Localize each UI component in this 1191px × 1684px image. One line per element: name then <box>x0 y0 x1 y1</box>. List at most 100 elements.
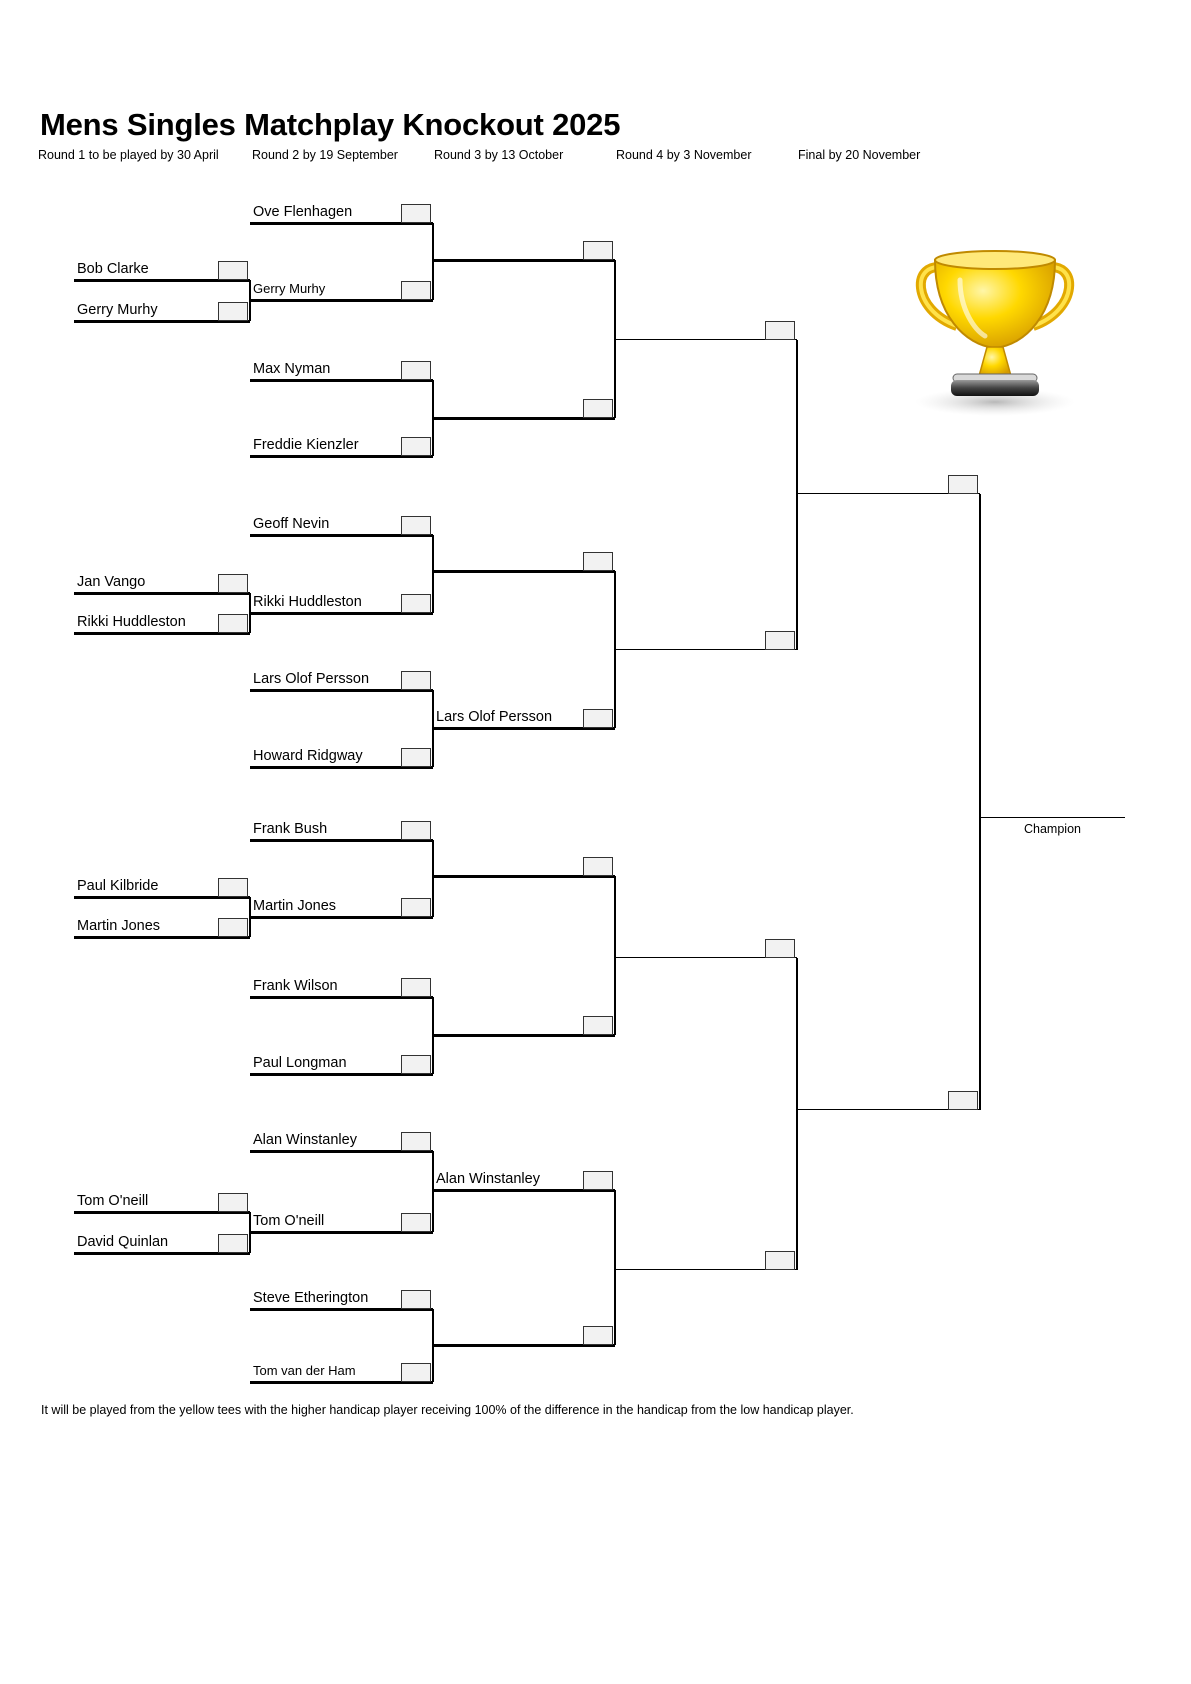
round3-score-box[interactable] <box>583 399 613 418</box>
round2-player-name: Gerry Murhy <box>253 281 326 296</box>
final-header: Final by 20 November <box>798 148 921 162</box>
round3-line <box>433 1188 615 1192</box>
round2-connector <box>431 840 434 917</box>
round1-score-box[interactable] <box>218 261 248 280</box>
round3-score-box[interactable] <box>583 1171 613 1190</box>
round3-score-box[interactable] <box>583 241 613 260</box>
round2-score-box[interactable] <box>401 671 431 690</box>
round2-line <box>250 995 433 999</box>
round2-player-name: Steve Etherington <box>253 1290 369 1306</box>
round1-player-name: Gerry Murhy <box>77 302 158 318</box>
round1-line <box>74 935 250 939</box>
round3-player-name: Alan Winstanley <box>436 1171 540 1187</box>
round2-player-name: Ove Flenhagen <box>253 204 353 220</box>
round2-line <box>250 915 433 919</box>
champion-label: Champion <box>1024 822 1081 836</box>
round2-score-box[interactable] <box>401 437 431 456</box>
round2-connector <box>431 1151 434 1232</box>
round4-line <box>615 1269 797 1271</box>
footer-note: It will be played from the yellow tees w… <box>41 1403 854 1417</box>
round1-score-box[interactable] <box>218 574 248 593</box>
page-title: Mens Singles Matchplay Knockout 2025 <box>40 107 621 142</box>
round2-line <box>250 1072 433 1076</box>
round3-line <box>433 416 615 420</box>
round1-score-box[interactable] <box>218 918 248 937</box>
round2-player-name: Rikki Huddleston <box>253 594 362 610</box>
round2-score-box[interactable] <box>401 281 431 300</box>
round-1-header: Round 1 to be played by 30 April <box>38 148 219 162</box>
round2-line <box>250 221 433 225</box>
round2-score-box[interactable] <box>401 594 431 613</box>
round2-score-box[interactable] <box>401 1213 431 1232</box>
round2-player-name: Paul Longman <box>253 1055 347 1071</box>
round2-connector <box>431 1309 434 1382</box>
round3-line <box>433 1343 615 1347</box>
round2-line <box>250 1307 433 1311</box>
round2-line <box>250 1149 433 1153</box>
round1-score-box[interactable] <box>218 614 248 633</box>
round1-connector <box>248 280 251 321</box>
round2-score-box[interactable] <box>401 1290 431 1309</box>
round3-line <box>433 726 615 730</box>
round3-score-box[interactable] <box>583 857 613 876</box>
round3-connector <box>613 571 616 728</box>
round1-line <box>74 591 250 595</box>
round2-player-name: Frank Bush <box>253 821 328 837</box>
round2-score-box[interactable] <box>401 821 431 840</box>
round3-score-box[interactable] <box>583 552 613 571</box>
round4-line <box>615 957 797 959</box>
round1-player-name: Jan Vango <box>77 574 146 590</box>
round4-score-box[interactable] <box>765 631 795 650</box>
round1-connector <box>248 897 251 937</box>
round2-score-box[interactable] <box>401 1055 431 1074</box>
final-line <box>797 493 980 495</box>
round4-line <box>615 339 797 341</box>
round4-score-box[interactable] <box>765 321 795 340</box>
round2-connector <box>431 997 434 1074</box>
round2-score-box[interactable] <box>401 898 431 917</box>
round2-player-name: Howard Ridgway <box>253 748 363 764</box>
round1-score-box[interactable] <box>218 302 248 321</box>
round2-score-box[interactable] <box>401 978 431 997</box>
round3-connector <box>613 876 616 1035</box>
round1-player-name: Bob Clarke <box>77 261 149 277</box>
round2-score-box[interactable] <box>401 516 431 535</box>
round3-line <box>433 1033 615 1037</box>
round2-connector <box>431 223 434 300</box>
round2-score-box[interactable] <box>401 1132 431 1151</box>
round2-score-box[interactable] <box>401 1363 431 1382</box>
final-score-box[interactable] <box>948 1091 978 1110</box>
final-score-box[interactable] <box>948 475 978 494</box>
round1-player-name: Tom O'neill <box>77 1193 149 1209</box>
round3-score-box[interactable] <box>583 1326 613 1345</box>
round2-line <box>250 454 433 458</box>
round1-score-box[interactable] <box>218 1234 248 1253</box>
round2-player-name: Alan Winstanley <box>253 1132 357 1148</box>
round4-connector <box>795 340 798 650</box>
round1-score-box[interactable] <box>218 1193 248 1212</box>
round2-line <box>250 688 433 692</box>
round3-score-box[interactable] <box>583 709 613 728</box>
final-connector <box>978 494 981 1110</box>
round4-score-box[interactable] <box>765 939 795 958</box>
round3-line <box>433 258 615 262</box>
round3-connector <box>613 260 616 418</box>
champion-line <box>980 817 1125 819</box>
round2-score-box[interactable] <box>401 361 431 380</box>
round1-player-name: Martin Jones <box>77 918 161 934</box>
round4-score-box[interactable] <box>765 1251 795 1270</box>
round2-score-box[interactable] <box>401 748 431 767</box>
round1-line <box>74 319 250 323</box>
round3-line <box>433 569 615 573</box>
round2-player-name: Freddie Kienzler <box>253 437 359 453</box>
round2-connector <box>431 690 434 767</box>
round3-score-box[interactable] <box>583 1016 613 1035</box>
round2-line <box>250 765 433 769</box>
round4-connector <box>795 958 798 1270</box>
round1-score-box[interactable] <box>218 878 248 897</box>
round1-line <box>74 278 250 282</box>
round2-player-name: Martin Jones <box>253 898 337 914</box>
round2-score-box[interactable] <box>401 204 431 223</box>
round2-player-name: Lars Olof Persson <box>253 671 370 687</box>
